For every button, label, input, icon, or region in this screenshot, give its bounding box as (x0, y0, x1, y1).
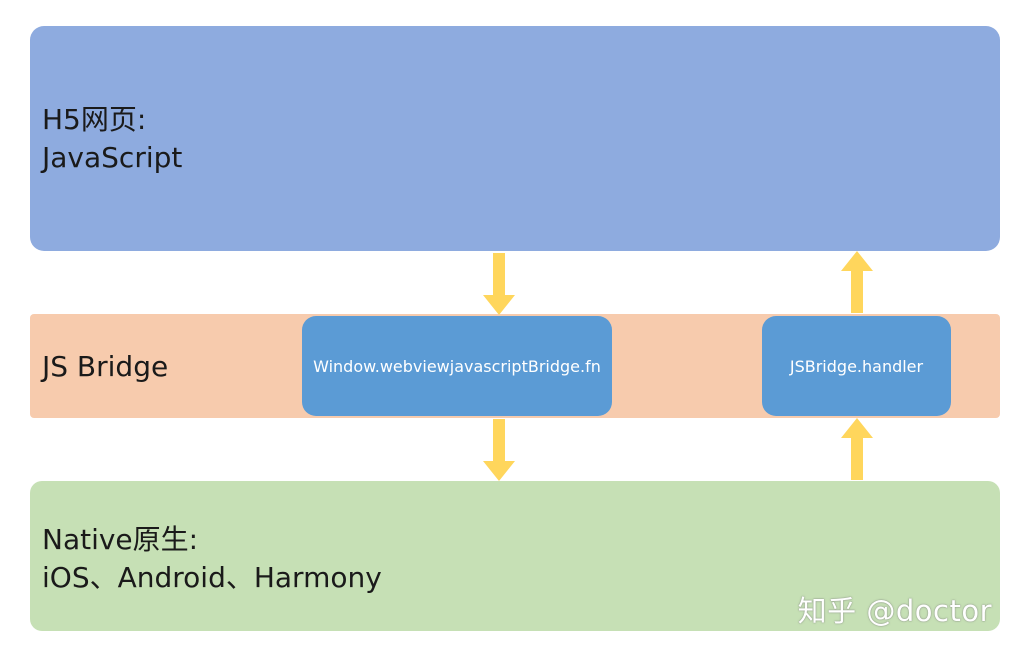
js-bridge-layer-label: JS Bridge (42, 350, 169, 383)
arrow-up-native-to-handler-icon (840, 418, 874, 480)
arrow-down-h5-to-fn-icon (482, 253, 516, 315)
h5-layer-label: H5网页: JavaScript (42, 101, 182, 177)
native-layer-title: Native原生: (42, 523, 199, 556)
arrow-up-handler-to-h5-icon (840, 251, 874, 313)
native-layer-label: Native原生: iOS、Android、Harmony (42, 521, 382, 597)
h5-layer-title: H5网页: (42, 103, 147, 136)
native-layer-subtitle: iOS、Android、Harmony (42, 561, 382, 594)
native-layer: Native原生: iOS、Android、Harmony (30, 481, 1000, 631)
bridge-handler-node-label: JSBridge.handler (789, 356, 924, 376)
bridge-handler-node: JSBridge.handler (762, 316, 951, 416)
h5-layer-subtitle: JavaScript (42, 141, 183, 174)
bridge-fn-node-label: Window.webviewjavascriptBridge.fn (313, 356, 601, 376)
h5-layer: H5网页: JavaScript (30, 26, 1000, 251)
arrow-down-fn-to-native-icon (482, 419, 516, 481)
bridge-fn-node: Window.webviewjavascriptBridge.fn (302, 316, 612, 416)
watermark: 知乎 @doctor (797, 594, 992, 628)
